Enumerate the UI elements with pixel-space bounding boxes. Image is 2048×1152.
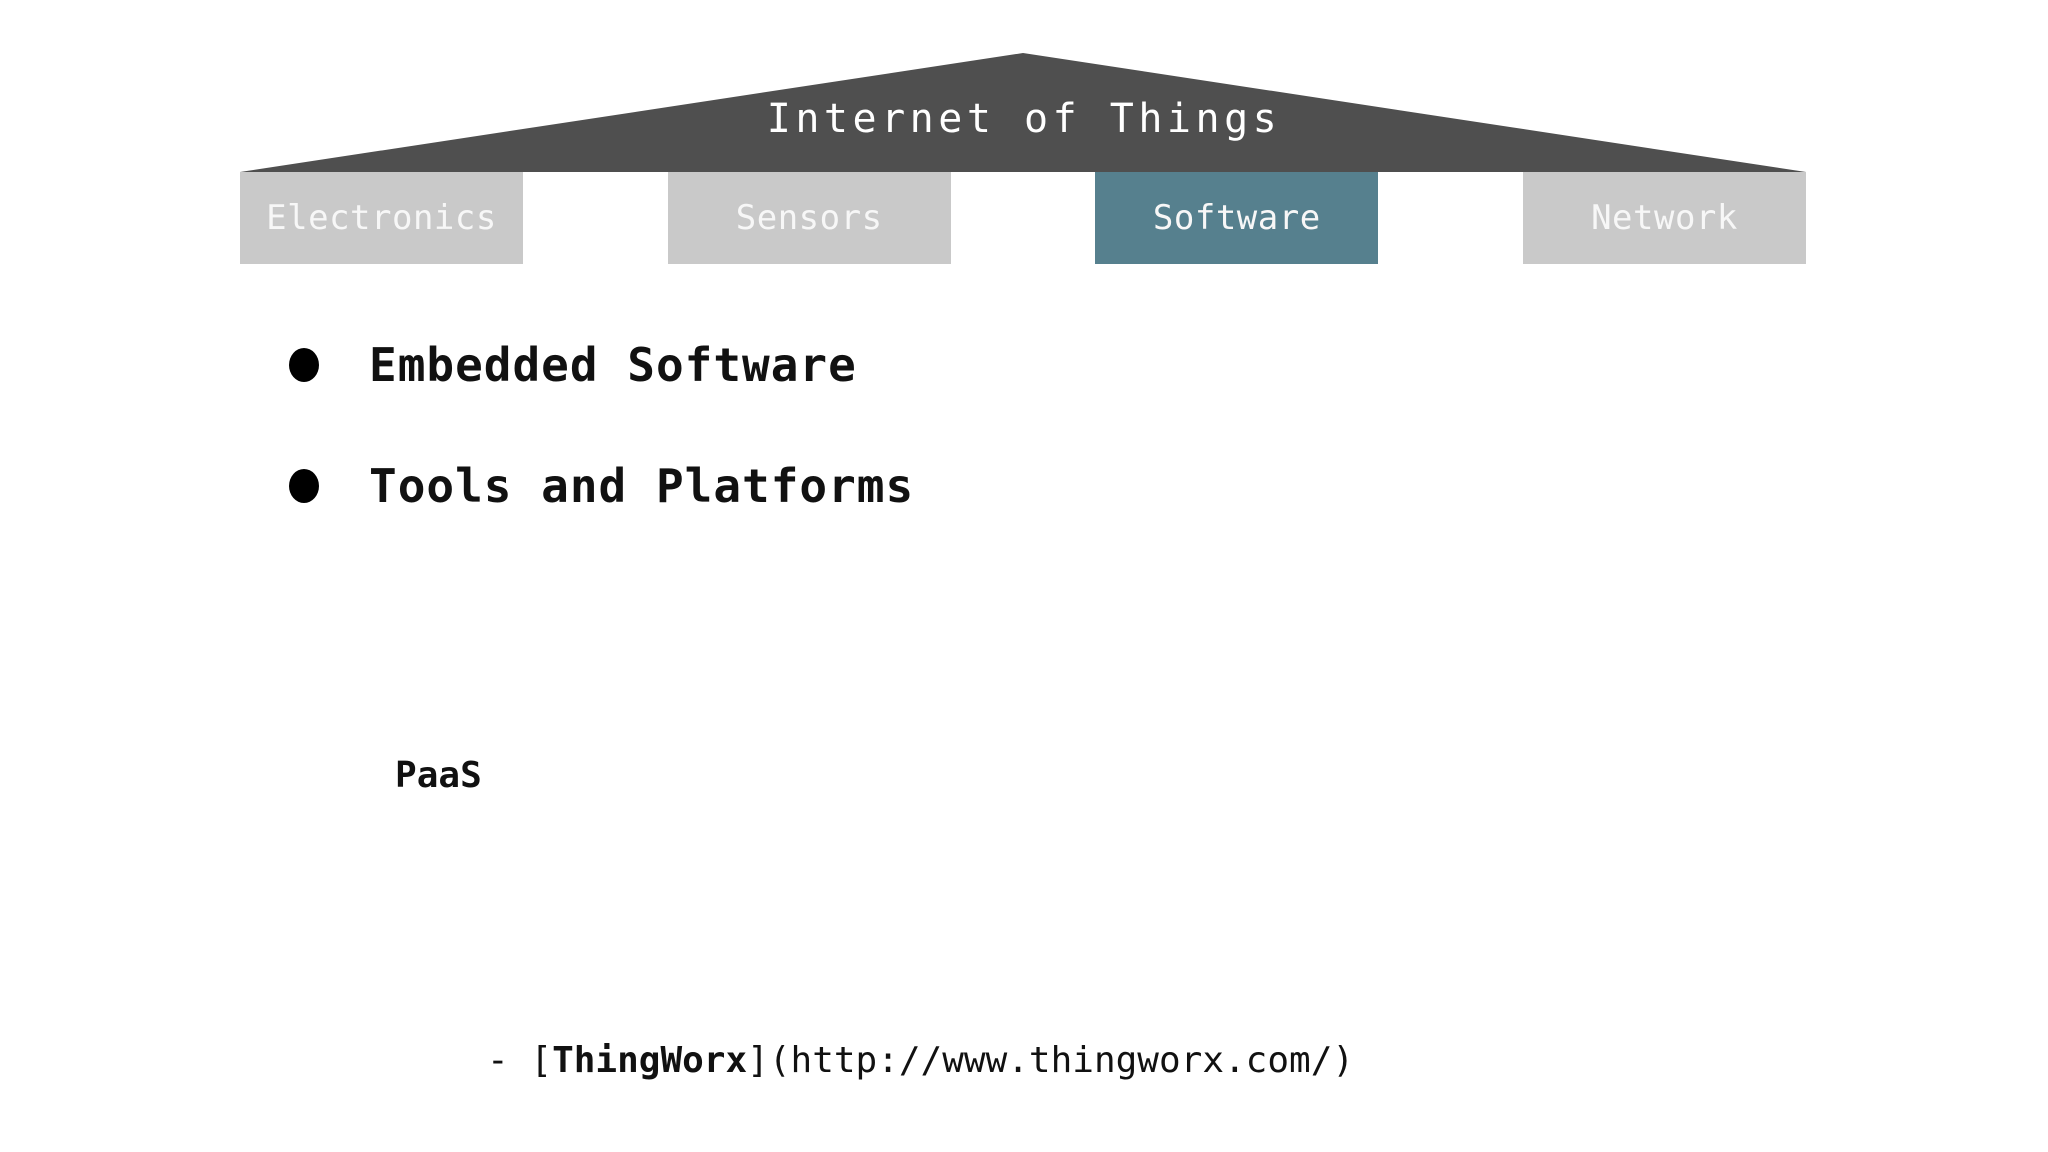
pillar-software-label: Software [1152, 198, 1321, 238]
bullet-embedded-software-label: Embedded Software [369, 338, 857, 392]
md-suffix: ) [1332, 1040, 1355, 1081]
pillar-electronics-label: Electronics [266, 198, 497, 238]
pillar-software-active[interactable]: Software [1095, 172, 1379, 264]
bullet-dot-icon [289, 348, 319, 382]
bullet-tools-and-platforms-label: Tools and Platforms [369, 459, 915, 513]
pillar-network-label: Network [1591, 198, 1738, 238]
diagram-title: Internet of Things [766, 96, 1282, 142]
pillar-sensors-label: Sensors [735, 198, 883, 238]
markdown-block: PaaS - [ThingWorx](http://www.thingworx.… [265, 562, 1549, 1152]
pillar-network[interactable]: Network [1522, 172, 1806, 264]
md-mid: ]( [747, 1040, 791, 1081]
bullet-dot-icon [289, 469, 319, 503]
list-item-thingworx: - [ThingWorx](http://www.thingworx.com/) [265, 990, 1549, 1133]
md-prefix: - [ [487, 1040, 553, 1081]
section-heading-paas-text: PaaS [395, 755, 482, 796]
bullet-tools-and-platforms: Tools and Platforms [289, 459, 914, 513]
roof-shape [240, 53, 1806, 172]
item-name: ThingWorx [552, 1040, 748, 1081]
pillar-sensors[interactable]: Sensors [667, 172, 951, 264]
pillar-row: Electronics Sensors Software Network [240, 172, 1806, 264]
pillar-electronics[interactable]: Electronics [240, 172, 523, 264]
section-heading-paas: PaaS [265, 705, 1549, 848]
roof-triangle [240, 53, 1806, 172]
item-url: http://www.thingworx.com/ [790, 1040, 1333, 1081]
bullet-embedded-software: Embedded Software [289, 338, 857, 392]
